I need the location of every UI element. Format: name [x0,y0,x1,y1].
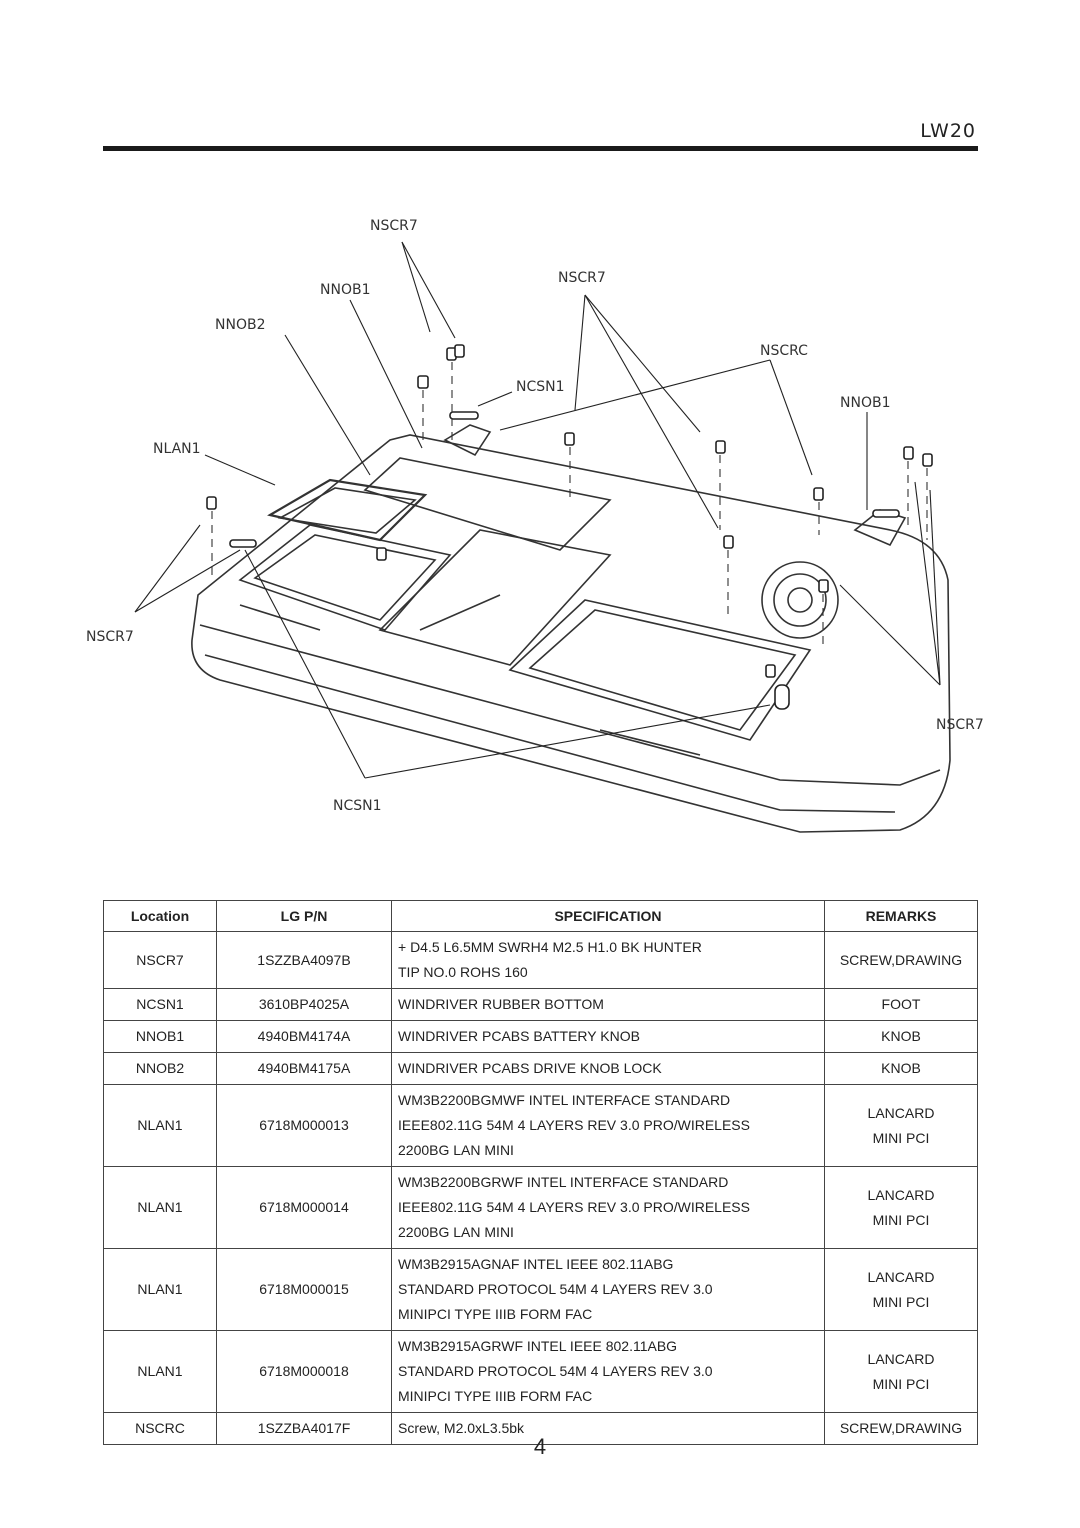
col-specification: SPECIFICATION [391,900,825,932]
col-location: Location [103,900,217,932]
callout-nscrc: NSCRC [760,343,808,359]
cell-pn: 1SZZBA4017F [216,1412,392,1445]
remarks-line: LANCARD [867,1268,935,1285]
cell-pn: 1SZZBA4097B [216,931,392,989]
table-row: NNOB1 4940BM4174A WINDRIVER PCABS BATTER… [103,1020,978,1053]
cell-spec: WM3B2200BGRWF INTEL INTERFACE STANDARD I… [391,1166,825,1249]
table-row: NSCRC 1SZZBA4017F Screw, M2.0xL3.5bk SCR… [103,1412,978,1445]
exploded-view-diagram: NSCR7 NSCR7 NNOB1 NNOB2 NSCRC NCSN1 NNOB… [80,200,1000,840]
cell-spec: WM3B2915AGNAF INTEL IEEE 802.11ABG STAND… [391,1248,825,1331]
callout-nscr7-left: NSCR7 [86,629,134,645]
remarks-line: MINI PCI [872,1375,930,1392]
table-row: NLAN1 6718M000013 WM3B2200BGMWF INTEL IN… [103,1084,978,1167]
cell-spec: WM3B2915AGRWF INTEL IEEE 802.11ABG STAND… [391,1330,825,1413]
remarks-line: SCREW,DRAWING [839,1420,963,1436]
parts-table: Location LG P/N SPECIFICATION REMARKS NS… [103,900,978,1445]
spec-line: 2200BG LAN MINI [398,1142,514,1158]
cell-remarks: LANCARD MINI PCI [824,1330,978,1413]
cell-spec: WINDRIVER RUBBER BOTTOM [391,988,825,1021]
remarks-line: LANCARD [867,1104,935,1121]
spec-line: STANDARD PROTOCOL 54M 4 LAYERS REV 3.0 [398,1363,713,1379]
cell-location: NNOB1 [103,1020,217,1053]
cell-spec: + D4.5 L6.5MM SWRH4 M2.5 H1.0 BK HUNTER … [391,931,825,989]
remarks-line: FOOT [881,996,921,1012]
cell-remarks: LANCARD MINI PCI [824,1248,978,1331]
table-header-row: Location LG P/N SPECIFICATION REMARKS [103,900,978,932]
remarks-line: KNOB [881,1060,921,1076]
remarks-line: LANCARD [867,1350,935,1367]
cell-location: NLAN1 [103,1330,217,1413]
callout-nlan1: NLAN1 [153,441,201,457]
callout-nnob1-left: NNOB1 [320,282,371,298]
spec-line: WM3B2200BGMWF INTEL INTERFACE STANDARD [398,1092,731,1108]
cell-pn: 4940BM4175A [216,1052,392,1085]
cell-pn: 6718M000014 [216,1166,392,1249]
cell-pn: 6718M000013 [216,1084,392,1167]
spec-line: WM3B2915AGNAF INTEL IEEE 802.11ABG [398,1256,674,1272]
callout-nscr7-top: NSCR7 [370,218,418,234]
callout-nscr7-mid: NSCR7 [558,270,606,286]
spec-line: IEEE802.11G 54M 4 LAYERS REV 3.0 PRO/WIR… [398,1199,750,1215]
col-remarks: REMARKS [824,900,978,932]
callout-nscr7-right: NSCR7 [936,717,984,733]
remarks-line: SCREW,DRAWING [839,951,963,968]
table-row: NLAN1 6718M000015 WM3B2915AGNAF INTEL IE… [103,1248,978,1331]
cell-spec: WINDRIVER PCABS BATTERY KNOB [391,1020,825,1053]
cell-remarks: FOOT [824,988,978,1021]
table-row: NLAN1 6718M000014 WM3B2200BGRWF INTEL IN… [103,1166,978,1249]
remarks-line: MINI PCI [872,1211,930,1228]
spec-line: + D4.5 L6.5MM SWRH4 M2.5 H1.0 BK HUNTER [398,939,702,955]
cell-remarks: KNOB [824,1052,978,1085]
callout-ncsn1-bottom: NCSN1 [333,798,382,814]
spec-line: WM3B2915AGRWF INTEL IEEE 802.11ABG [398,1338,678,1354]
remarks-line: MINI PCI [872,1129,930,1146]
cell-location: NLAN1 [103,1084,217,1167]
cell-location: NNOB2 [103,1052,217,1085]
spec-line: 2200BG LAN MINI [398,1224,514,1240]
table-row: NNOB2 4940BM4175A WINDRIVER PCABS DRIVE … [103,1052,978,1085]
table-row: NCSN1 3610BP4025A WINDRIVER RUBBER BOTTO… [103,988,978,1021]
spec-line: Screw, M2.0xL3.5bk [398,1420,525,1436]
cell-location: NSCR7 [103,931,217,989]
cell-remarks: LANCARD MINI PCI [824,1166,978,1249]
spec-line: IEEE802.11G 54M 4 LAYERS REV 3.0 PRO/WIR… [398,1117,750,1133]
cell-pn: 4940BM4174A [216,1020,392,1053]
cell-location: NLAN1 [103,1248,217,1331]
cell-spec: WINDRIVER PCABS DRIVE KNOB LOCK [391,1052,825,1085]
cell-pn: 6718M000015 [216,1248,392,1331]
cell-remarks: LANCARD MINI PCI [824,1084,978,1167]
spec-line: STANDARD PROTOCOL 54M 4 LAYERS REV 3.0 [398,1281,713,1297]
cell-remarks: SCREW,DRAWING [824,931,978,989]
spec-line: WM3B2200BGRWF INTEL INTERFACE STANDARD [398,1174,729,1190]
callout-nnob1-right: NNOB1 [840,395,891,411]
remarks-line: LANCARD [867,1186,935,1203]
table-row: NSCR7 1SZZBA4097B + D4.5 L6.5MM SWRH4 M2… [103,931,978,989]
spec-line: MINIPCI TYPE IIIB FORM FAC [398,1388,593,1404]
cell-spec: WM3B2200BGMWF INTEL INTERFACE STANDARD I… [391,1084,825,1167]
cell-pn: 6718M000018 [216,1330,392,1413]
laptop-bottom-drawing [134,241,951,833]
remarks-line: MINI PCI [872,1293,930,1310]
cell-remarks: KNOB [824,1020,978,1053]
cell-remarks: SCREW,DRAWING [824,1412,978,1445]
cell-location: NSCRC [103,1412,217,1445]
header-rule [103,146,978,151]
callout-ncsn1-top: NCSN1 [516,379,565,395]
spec-line: WINDRIVER PCABS BATTERY KNOB [398,1028,640,1044]
col-lg-pn: LG P/N [216,900,392,932]
spec-line: MINIPCI TYPE IIIB FORM FAC [398,1306,593,1322]
remarks-line: KNOB [881,1028,921,1044]
model-label: LW20 [920,120,976,142]
spec-line: WINDRIVER RUBBER BOTTOM [398,996,604,1012]
cell-location: NCSN1 [103,988,217,1021]
page-number: 4 [533,1434,547,1459]
table-row: NLAN1 6718M000018 WM3B2915AGRWF INTEL IE… [103,1330,978,1413]
spec-line: TIP NO.0 ROHS 160 [398,964,528,980]
callout-nnob2: NNOB2 [215,317,266,333]
spec-line: WINDRIVER PCABS DRIVE KNOB LOCK [398,1060,662,1076]
cell-spec: Screw, M2.0xL3.5bk [391,1412,825,1445]
cell-pn: 3610BP4025A [216,988,392,1021]
cell-location: NLAN1 [103,1166,217,1249]
